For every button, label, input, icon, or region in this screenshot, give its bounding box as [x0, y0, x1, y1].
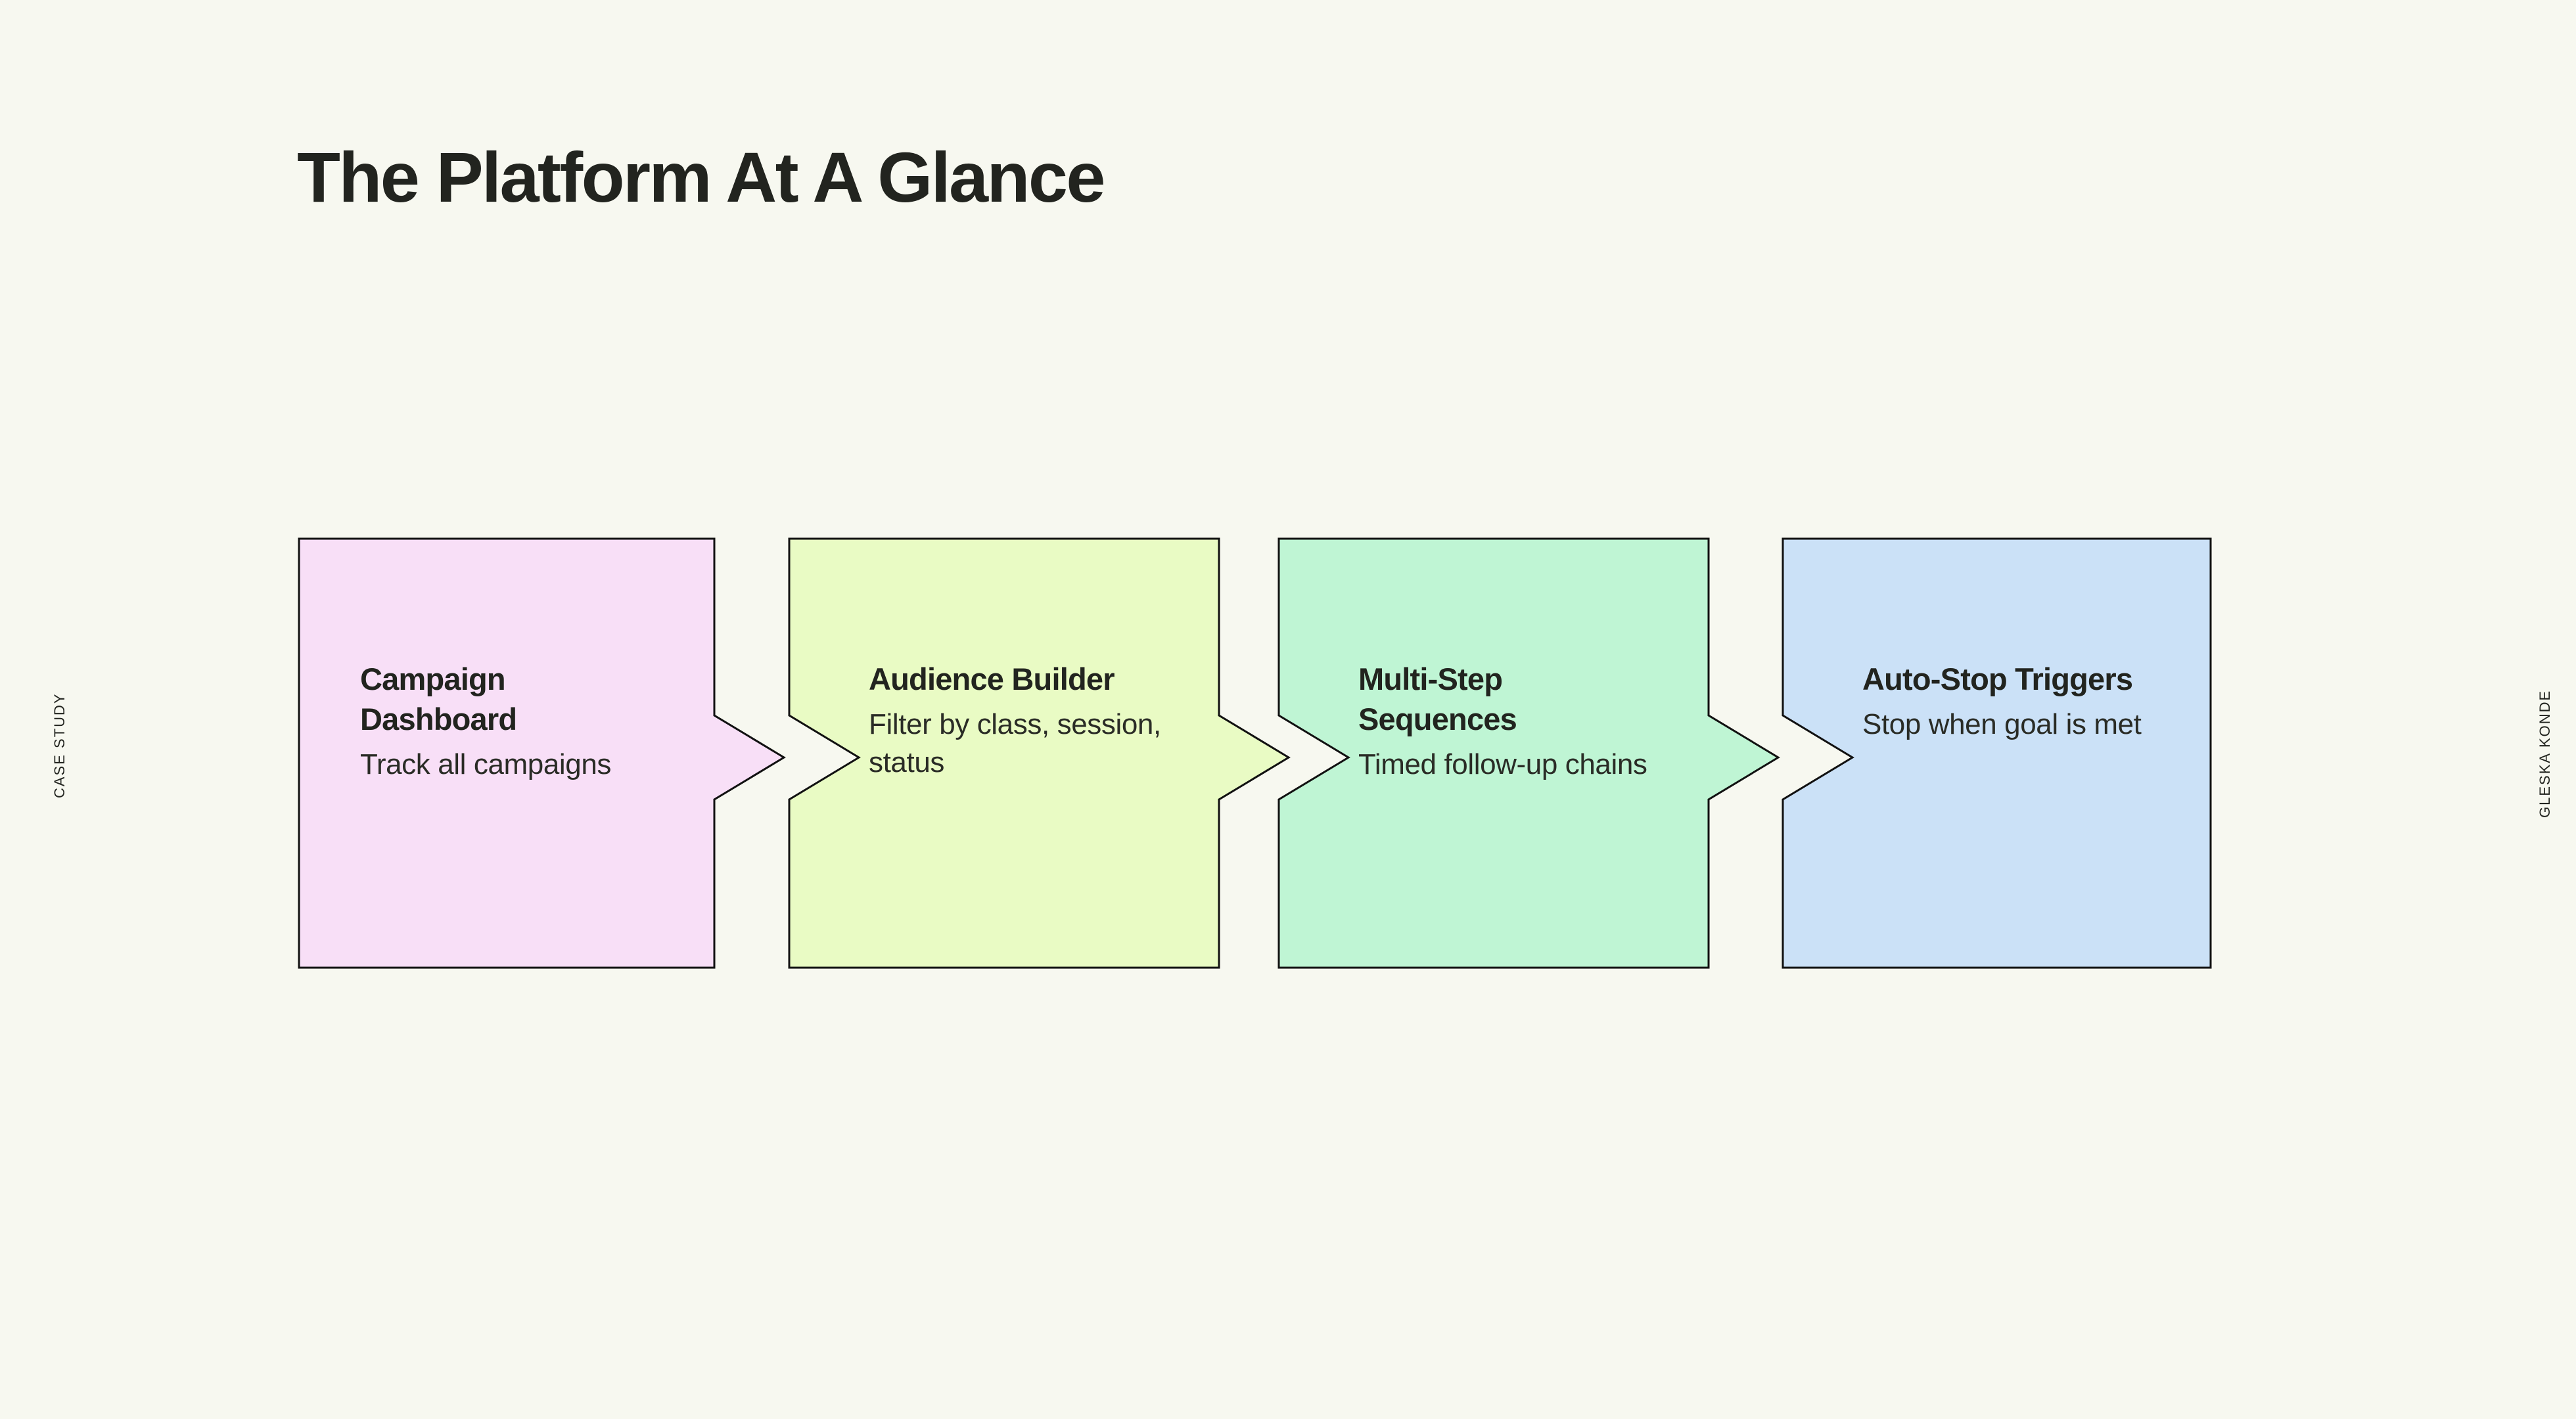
- flow-card-shape-auto-stop-triggers: [1782, 537, 2212, 969]
- side-label-brand: GLESKA KONDE: [2537, 689, 2553, 818]
- flow-card-title-campaign-dashboard: Campaign Dashboard: [360, 662, 517, 737]
- flow-card-shape-campaign-dashboard: [298, 537, 786, 969]
- flow-card-title-multi-step-sequences: Multi-Step Sequences: [1358, 662, 1517, 737]
- page-title: The Platform At A Glance: [297, 137, 1105, 217]
- flow-card-shape-multi-step-sequences: [1277, 537, 1780, 969]
- flow-card-description-multi-step-sequences: Timed follow-up chains: [1358, 748, 1647, 781]
- flow-card-description-auto-stop-triggers: Stop when goal is met: [1862, 708, 2142, 741]
- flow-card-title-auto-stop-triggers: Auto-Stop Triggers: [1862, 662, 2133, 696]
- flow-card-description-audience-builder: Filter by class, session, status: [869, 708, 1161, 779]
- flow-card-title-audience-builder: Audience Builder: [869, 662, 1115, 696]
- side-label-case-study: CASE STUDY: [51, 692, 68, 798]
- flow-card-description-campaign-dashboard: Track all campaigns: [360, 748, 612, 781]
- flow-card-shape-audience-builder: [788, 537, 1291, 969]
